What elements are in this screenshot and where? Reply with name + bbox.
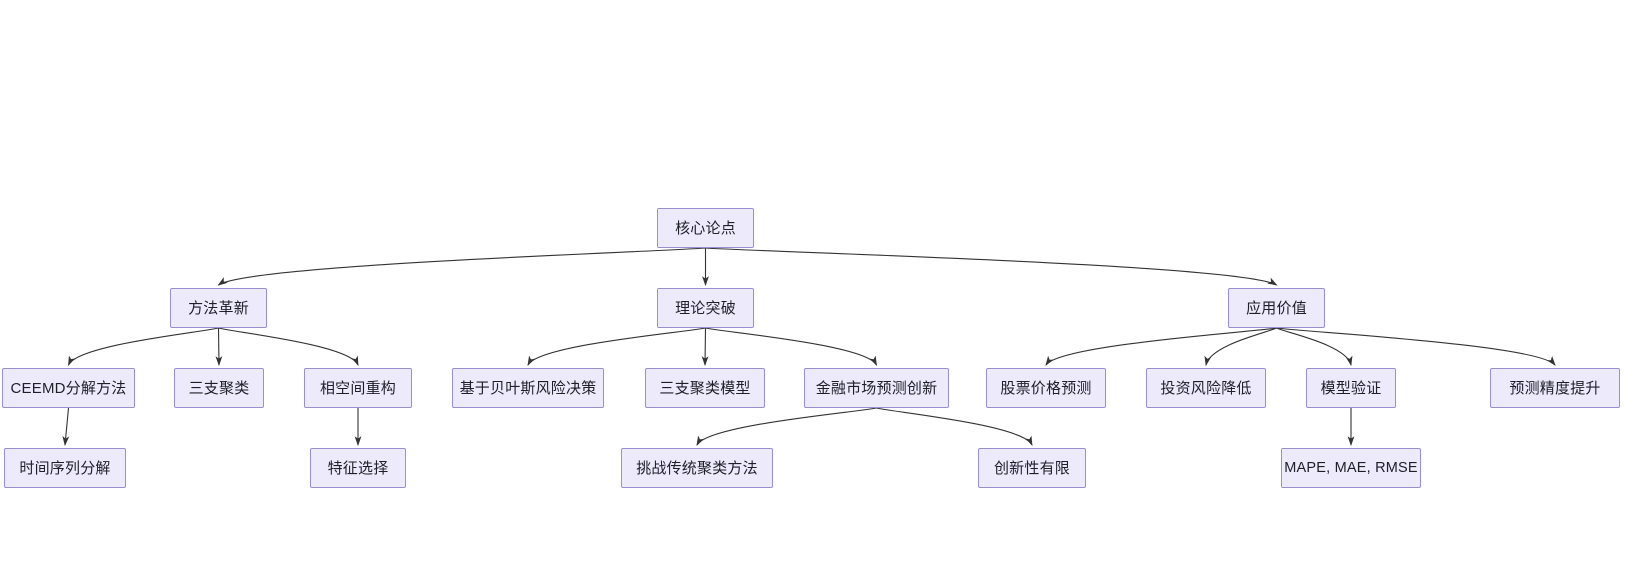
node-label: 方法革新 — [188, 299, 249, 317]
node-label: 应用价值 — [1246, 299, 1307, 317]
node-l2e[interactable]: 三支聚类模型 — [645, 368, 765, 408]
node-l3b[interactable]: 特征选择 — [310, 448, 406, 488]
edge-l1c-to-l2i — [1276, 327, 1353, 367]
node-l1c[interactable]: 应用价值 — [1228, 288, 1325, 328]
node-l2h[interactable]: 投资风险降低 — [1146, 368, 1266, 408]
node-label: 基于贝叶斯风险决策 — [459, 379, 597, 397]
node-label: 模型验证 — [1320, 379, 1382, 397]
node-label: 时间序列分解 — [19, 459, 111, 477]
node-l1a[interactable]: 方法革新 — [170, 288, 267, 328]
edge-l1c-to-l2h — [1204, 327, 1277, 367]
edge-l2a-to-l3a — [62, 407, 70, 447]
edge-root-to-l1c — [705, 247, 1278, 286]
node-label: 预测精度提升 — [1509, 379, 1601, 397]
node-l2c[interactable]: 相空间重构 — [304, 368, 412, 408]
node-l3c[interactable]: 挑战传统聚类方法 — [621, 448, 773, 488]
node-l2a[interactable]: CEEMD分解方法 — [2, 368, 135, 408]
node-label: 创新性有限 — [993, 459, 1070, 477]
node-label: 特征选择 — [327, 459, 389, 477]
node-label: 三支聚类模型 — [659, 379, 751, 397]
node-label: 三支聚类 — [188, 379, 250, 397]
edge-root-to-l1a — [217, 247, 706, 286]
edge-l1a-to-l2c — [218, 327, 359, 367]
node-label: 金融市场预测创新 — [815, 379, 938, 397]
node-label: CEEMD分解方法 — [10, 379, 127, 397]
edge-l1a-to-l2a — [67, 327, 219, 367]
node-l1b[interactable]: 理论突破 — [657, 288, 754, 328]
node-l2j[interactable]: 预测精度提升 — [1490, 368, 1620, 408]
node-l3d[interactable]: 创新性有限 — [978, 448, 1086, 488]
edge-l1b-to-l2e — [701, 327, 709, 367]
node-l2d[interactable]: 基于贝叶斯风险决策 — [452, 368, 604, 408]
edge-paths — [62, 247, 1556, 447]
edge-l2f-to-l3d — [876, 407, 1033, 446]
node-label: 股票价格预测 — [1000, 379, 1092, 397]
node-l2g[interactable]: 股票价格预测 — [986, 368, 1106, 408]
edge-l1b-to-l2d — [527, 327, 706, 366]
edge-l1c-to-l2g — [1045, 327, 1277, 366]
node-label: 挑战传统聚类方法 — [636, 459, 758, 477]
edge-l1a-to-l2b — [215, 327, 223, 367]
node-l3a[interactable]: 时间序列分解 — [4, 448, 126, 488]
node-label: 核心论点 — [675, 219, 736, 237]
edge-l2f-to-l3c — [696, 407, 877, 446]
node-l2f[interactable]: 金融市场预测创新 — [804, 368, 949, 408]
edge-l1b-to-l2f — [705, 327, 878, 366]
node-label: MAPE, MAE, RMSE — [1284, 459, 1418, 476]
node-l2b[interactable]: 三支聚类 — [174, 368, 264, 408]
node-l3e[interactable]: MAPE, MAE, RMSE — [1281, 448, 1421, 488]
node-root[interactable]: 核心论点 — [657, 208, 754, 248]
node-label: 投资风险降低 — [1160, 379, 1252, 397]
edge-l1c-to-l2j — [1276, 327, 1556, 366]
node-label: 理论突破 — [675, 299, 736, 317]
node-l2i[interactable]: 模型验证 — [1306, 368, 1396, 408]
node-label: 相空间重构 — [319, 379, 396, 397]
